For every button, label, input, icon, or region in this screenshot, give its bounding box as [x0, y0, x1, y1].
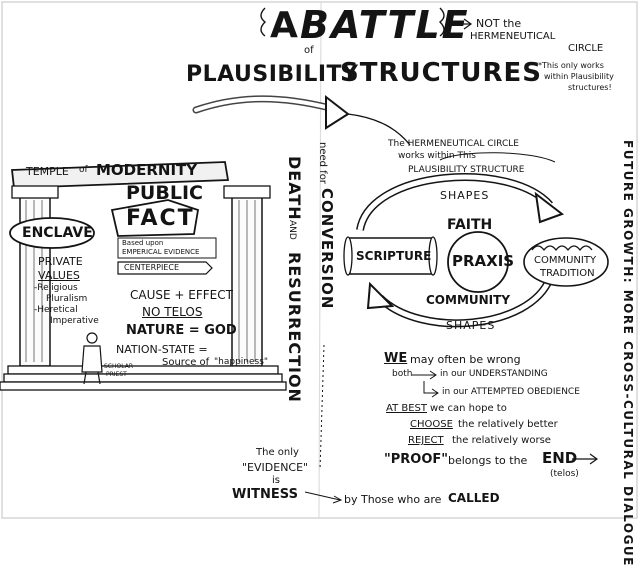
hermeneutical-circle [343, 173, 609, 328]
community-top: COMMUNITY [534, 255, 597, 266]
private-label: PRIVATE [38, 255, 83, 268]
heretical-2: Imperative [50, 316, 99, 326]
not-the-label: NOT the [476, 17, 522, 30]
belongs-label: belongs to the [448, 454, 528, 467]
footnote-line-1: *This only works [538, 61, 604, 70]
shapes-top: SHAPES [440, 189, 490, 202]
fact-label: FACT [126, 206, 195, 231]
values-label: VALUES [38, 269, 80, 282]
scholar-2: PRIEST [106, 371, 127, 378]
praxis-circle [447, 231, 509, 293]
religious-2: Pluralism [46, 294, 88, 304]
future-growth-label: FUTURE GROWTH: MORE CROSS-CULTURAL DIALO… [621, 140, 635, 567]
only-evidence-1: The only [256, 447, 299, 458]
happiness: "happiness" [214, 357, 269, 367]
centerpiece-banner [117, 261, 213, 275]
end-label: END [542, 449, 578, 467]
worse-label: the relatively worse [452, 435, 551, 446]
centerpiece-label: CENTERPIECE [124, 263, 180, 272]
scholar-figure [81, 332, 103, 385]
at-best-label: AT BEST [386, 403, 427, 414]
source-of: Source of [162, 357, 210, 368]
faith-label: FAITH [447, 217, 493, 233]
hope-label: we can hope to [430, 403, 507, 414]
cause-effect: CAUSE + EFFECT [130, 288, 233, 302]
only-evidence-3: is [272, 475, 280, 486]
death-label: DEATH [285, 156, 304, 221]
based-upon-box [117, 237, 217, 259]
nation-state: NATION-STATE = [116, 343, 208, 356]
may-be-wrong: may often be wrong [410, 353, 521, 366]
shapes-bottom: SHAPES [446, 319, 496, 332]
temple-step-2 [3, 373, 283, 383]
title-structures: STRUCTURES [340, 58, 543, 88]
telos-label: (telos) [550, 469, 579, 479]
scholar-1: SCHOLAR [104, 363, 133, 370]
temple-heading-2: MODERNITY [96, 161, 198, 179]
sketch-artwork [0, 1, 638, 519]
temple-step-3 [0, 381, 287, 391]
called-label: CALLED [448, 491, 500, 505]
scripture-label: SCRIPTURE [356, 249, 432, 263]
circle-intro-1: The HERMENEUTICAL CIRCLE [388, 139, 519, 149]
temple-step-1 [7, 365, 279, 375]
title-of: of [304, 45, 314, 56]
temple-heading-of: of [79, 165, 88, 175]
public-label: PUBLIC [126, 182, 203, 204]
title-battle: BATTLE [300, 3, 470, 47]
hermeneutical-label: HERMENEUTICAL [470, 31, 556, 42]
enclave-label: ENCLAVE [22, 225, 93, 241]
both-label: both [392, 369, 413, 379]
witness-label: WITNESS [232, 487, 298, 502]
enclave-oval [9, 217, 95, 249]
reject-label: REJECT [408, 435, 444, 446]
proof-label: "PROOF" [384, 452, 449, 467]
sweep-arrow-head [325, 94, 350, 130]
understanding-label: in our UNDERSTANDING [440, 369, 548, 379]
notebook-spine [318, 1, 322, 519]
based-upon-1: Based upon [122, 239, 164, 247]
choose-label: CHOOSE [410, 419, 453, 430]
community-bottom: COMMUNITY [426, 293, 511, 307]
we-label: WE [384, 351, 408, 366]
title-a: A [270, 5, 299, 46]
religious-1: -Religious [34, 283, 78, 293]
better-label: the relatively better [458, 419, 558, 430]
circle-label: CIRCLE [568, 43, 604, 54]
obedience-label: in our ATTEMPTED OBEDIENCE [442, 387, 580, 397]
need-for-label: need for [317, 142, 328, 184]
conversion-label: CONVERSION [318, 188, 336, 310]
title-plausibility: PLAUSIBILITY [186, 62, 359, 87]
called-prefix: by Those who are [344, 493, 442, 506]
and-label: AND [287, 220, 297, 240]
based-upon-2: EMPERICAL EVIDENCE [122, 248, 200, 256]
temple-pediment [10, 161, 230, 189]
temple-heading-1: TEMPLE [26, 165, 69, 178]
tradition-cloud [523, 237, 609, 287]
circle-intro-3: PLAUSIBILITY STRUCTURE [408, 165, 525, 175]
fact-frame [110, 199, 200, 237]
tradition-label: TRADITION [540, 268, 595, 279]
no-telos: NO TELOS [142, 305, 203, 319]
praxis-label: PRAXIS [452, 252, 515, 270]
footnote-line-2: within Plausibility [544, 72, 614, 81]
resurrection-label: RESURRECTION [285, 252, 304, 403]
circle-intro-2: works within This [398, 151, 476, 161]
heretical-1: -Heretical [34, 305, 78, 315]
only-evidence-2: "EVIDENCE" [242, 461, 309, 474]
nature-god: NATURE = GOD [126, 323, 237, 338]
footnote-line-3: structures! [568, 83, 612, 92]
